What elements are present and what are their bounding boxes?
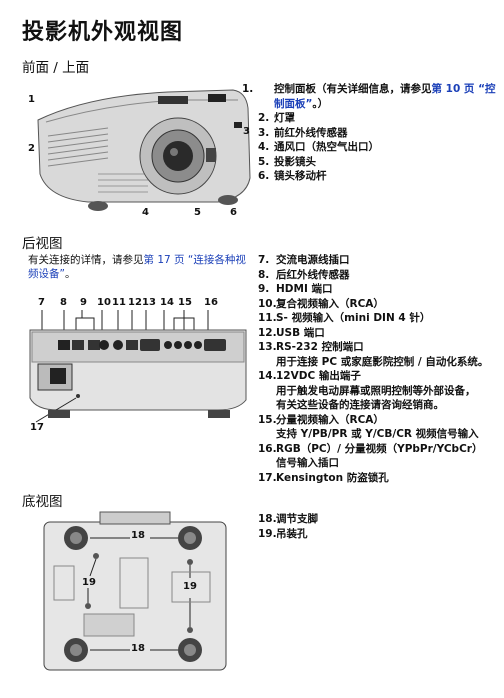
callout-15: 15 (178, 297, 192, 308)
callout-18-top: 18 (131, 530, 145, 541)
bottom-legend: 18.调节支脚 19.吊装孔 (258, 512, 458, 541)
callout-18-bottom: 18 (131, 643, 145, 654)
callout-19-left: 19 (82, 577, 96, 588)
callout-10: 10 (97, 297, 111, 308)
callout-4: 4 (142, 207, 149, 218)
callout-9: 9 (80, 297, 87, 308)
callout-6: 6 (230, 207, 237, 218)
legend-item-5: 5.投影镜头 (258, 155, 316, 168)
rear-legend: 7.交流电源线插口 8.后红外线传感器 9.HDMI 端口 10.复合视频输入（… (258, 253, 502, 485)
bottom-heading: 底视图 (22, 494, 63, 510)
callout-8: 8 (60, 297, 67, 308)
rear-heading: 后视图 (22, 236, 63, 252)
callout-1: 1 (28, 94, 35, 105)
callout-17: 17 (30, 422, 44, 433)
page-title: 投影机外观视图 (22, 20, 184, 45)
legend-item-4: 4.通风口（热空气出口） (258, 141, 379, 153)
callout-14: 14 (160, 297, 174, 308)
control-panel-link[interactable]: 第 10 页 “控制面板” (274, 83, 496, 110)
legend-item-3: 3.前红外线传感器 (258, 126, 348, 139)
callout-7: 7 (38, 297, 45, 308)
legend-item-12: 12.USB 端口 (258, 326, 325, 339)
legend-item-14: 14.12VDC 输出端子 (258, 370, 361, 382)
callout-19-right: 19 (183, 581, 197, 592)
legend-item-7: 7.交流电源线插口 (258, 254, 350, 266)
legend-item-6: 6.镜头移动杆 (258, 170, 327, 182)
legend-item-14-desc-1: 用于触发电动屏幕或照明控制等外部设备， (276, 384, 476, 397)
bottom-projector-figure (43, 511, 227, 671)
front-projector-figure (37, 89, 251, 211)
legend-item-15: 15.分量视频输入（RCA） (258, 413, 384, 426)
legend-item-11: 11.S- 视频输入（mini DIN 4 针） (258, 312, 431, 324)
callout-11: 11 (112, 297, 126, 308)
legend-item-19: 19.吊装孔 (258, 527, 308, 540)
legend-item-14-desc-2: 有关这些设备的连接请咨询经销商。 (276, 399, 444, 411)
legend-item-9: 9.HDMI 端口 (258, 283, 333, 295)
legend-item-2: 2.灯罩 (258, 112, 295, 124)
legend-item-10: 10.复合视频输入（RCA） (258, 297, 384, 310)
legend-item-13-desc: 用于连接 PC 或家庭影院控制 / 自动化系统。 (276, 355, 489, 368)
connect-video-link[interactable]: 第 17 页 “连接各种视频设备” (28, 254, 246, 280)
callout-3: 3 (243, 126, 250, 137)
legend-item-17: 17.Kensington 防盗锁孔 (258, 471, 389, 484)
rear-note: 有关连接的详情，请参见第 17 页 “连接各种视频设备”。 (28, 254, 246, 280)
callout-12: 12 (128, 297, 142, 308)
legend-item-16: 16.RGB（PC）/ 分量视频（YPbPr/YCbCr） (258, 442, 483, 455)
legend-item-16-desc: 信号输入插口 (276, 457, 339, 469)
legend-item-8: 8.后红外线传感器 (258, 268, 350, 281)
legend-item-13: 13.RS-232 控制端口 (258, 341, 364, 353)
callout-13: 13 (142, 297, 156, 308)
callout-5: 5 (194, 207, 201, 218)
callout-16: 16 (204, 297, 218, 308)
legend-item-18: 18.调节支脚 (258, 513, 318, 525)
rear-projector-figure (29, 310, 247, 423)
legend-item-1: 1.控制面板（有关详细信息，请参见第 10 页 “控制面板”。） (242, 83, 496, 110)
callout-2: 2 (28, 143, 35, 154)
legend-item-15-desc: 支持 Y/PB/PR 或 Y/CB/CR 视频信号输入 (276, 428, 479, 440)
front-legend: 1.控制面板（有关详细信息，请参见第 10 页 “控制面板”。） 2.灯罩 3.… (242, 82, 498, 184)
front-heading: 前面 / 上面 (22, 60, 90, 76)
